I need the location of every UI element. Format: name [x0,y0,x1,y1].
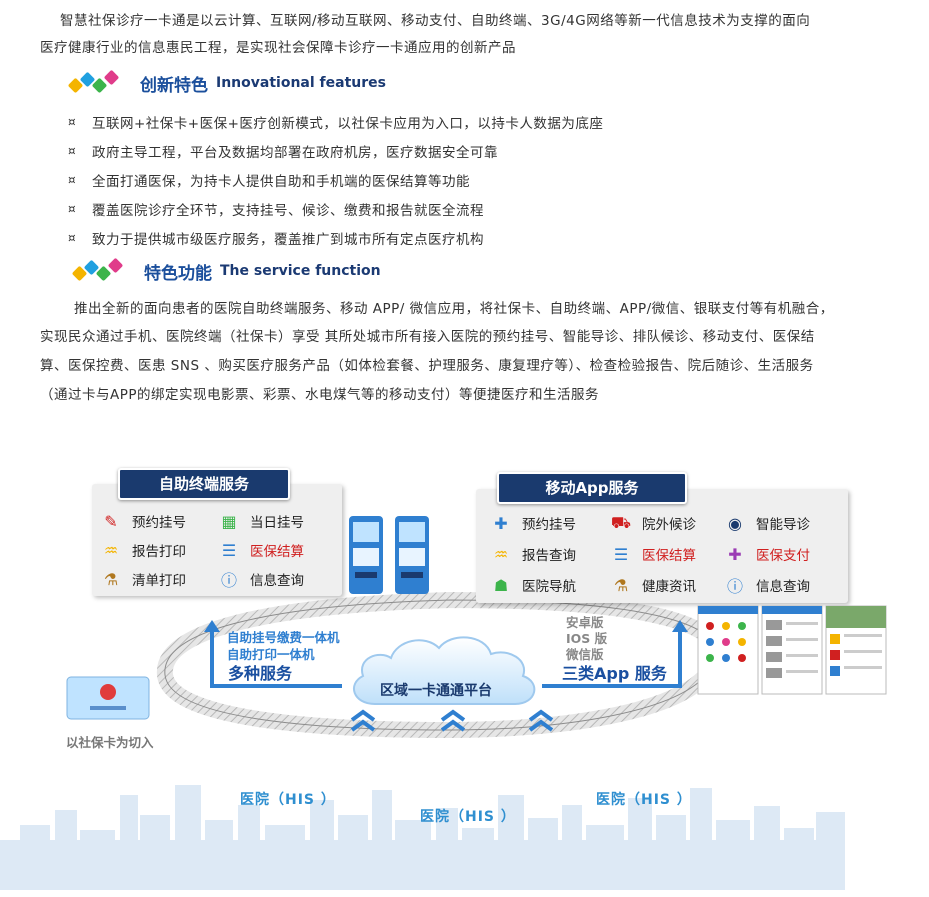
app-screenshots-illustration [697,605,887,695]
service-para-3: 算、医保控费、医患 SNS 、购买医疗服务产品（如体检套餐、护理服务、康复理疗等… [40,358,814,374]
mobile-app-title: 移动App服务 [497,472,687,504]
section-header-innovation: 创新特色 Innovational features [67,69,386,96]
eye-icon: ◉ [728,513,742,533]
left-flow-line2: 自助打印一体机 [227,647,315,662]
left-flow-main: 多种服务 [228,664,293,683]
self-service-panel [92,484,342,596]
service-item: ✚医保支付 [724,543,810,565]
hospital-his-label: 医院（HIS ） [240,792,336,808]
service-item: ✎预约挂号 [100,510,186,532]
feature-item: ¤互联网+社保卡+医保+医疗创新模式，以社保卡应用为入口，以持卡人数据为底座 [68,115,604,132]
service-item: ☰医保结算 [610,543,696,565]
service-para-4: （通过卡与APP的绑定实现电影票、彩票、水电煤气等的移动支付）等便捷医疗和生活服… [40,387,600,403]
service-item: ✚预约挂号 [490,512,576,534]
diamond-dots-icon [67,69,128,96]
social-security-card-illustration [66,676,150,720]
left-flow-line1: 自助挂号缴费一体机 [227,630,340,645]
service-item: ⚗健康资讯 [610,574,696,596]
service-item: ♒报告打印 [100,539,186,561]
cloud-platform-label: 区域一卡通通平台 [380,683,492,699]
service-item: ♒报告查询 [490,543,576,565]
section-header-service: 特色功能 The service function [71,257,381,284]
building-icon: ▦ [221,511,237,531]
service-item: ☰医保结算 [218,539,304,561]
info-icon: ⓘ [220,571,237,590]
intro-line-1: 智慧社保诊疗一卡通是以云计算、互联网/移动互联网、移动支付、自助终端、3G/4G… [60,13,811,29]
diamond-dots-icon [71,257,132,284]
section-title-en: Innovational features [216,75,386,91]
pharmacy-icon: ✚ [728,544,742,564]
right-flow-line1: 安卓版 [566,615,604,630]
up-arrow-right [542,620,688,688]
section-title-en: The service function [220,263,381,279]
service-para-2: 实现民众通过手机、医院终端（社保卡）享受 其所处城市所有接入医院的预约挂号、智能… [40,329,815,345]
up-arrow-left [204,620,342,688]
chevron-up-icon [350,709,376,732]
microscope-icon: ⚗ [613,575,629,595]
hospital-his-label: 医院（HIS ） [596,792,692,808]
list-icon: ☰ [613,544,629,564]
microscope-icon: ⚗ [103,569,119,589]
intro-line-2: 医疗健康行业的信息惠民工程，是实现社会保障卡诊疗一卡通应用的创新产品 [40,40,516,56]
mobile-app-panel [476,489,848,603]
feature-item: ¤政府主导工程，平台及数据均部署在政府机房，医疗数据安全可靠 [68,144,498,161]
feature-item: ¤全面打通医保，为持卡人提供自助和手机端的医保结算等功能 [68,173,470,190]
chevron-up-icon [440,709,466,732]
pulse-icon: ♒ [103,540,119,560]
card-caption: 以社保卡为切入 [66,735,154,750]
service-item: ⚗清单打印 [100,568,186,590]
info-icon: ⓘ [726,577,743,596]
right-flow-line3: 微信版 [566,647,604,662]
section-title-zh: 创新特色 [140,75,208,96]
pulse-icon: ♒ [493,544,509,564]
ambulance-icon: ⛟ [610,512,632,532]
self-service-title: 自助终端服务 [118,468,290,500]
stethoscope-icon: ✚ [494,513,508,533]
hospital-his-label: 医院（HIS ） [420,809,516,825]
right-flow-main: 三类App 服务 [562,664,667,683]
service-item: ◉智能导诊 [724,512,810,534]
chevron-up-icon [528,709,554,732]
section-title-zh: 特色功能 [144,263,212,284]
kiosk-machines-illustration [349,516,429,594]
person-icon: ☗ [493,575,509,595]
cloud-platform-icon [352,636,536,705]
service-item: ☗医院导航 [490,574,576,596]
city-skyline-illustration [0,785,845,890]
list-icon: ☰ [221,540,237,560]
feature-item: ¤致力于提供城市级医疗服务，覆盖推广到城市所有定点医疗机构 [68,231,484,248]
service-item: ⛟院外候诊 [610,512,696,534]
calendar-icon: ✎ [104,511,118,531]
service-para-1: 推出全新的面向患者的医院自助终端服务、移动 APP/ 微信应用，将社保卡、自助终… [74,301,834,317]
service-item: ▦当日挂号 [218,510,304,532]
feature-item: ¤覆盖医院诊疗全环节，支持挂号、候诊、缴费和报告就医全流程 [68,202,484,219]
right-flow-line2: IOS 版 [566,631,608,646]
